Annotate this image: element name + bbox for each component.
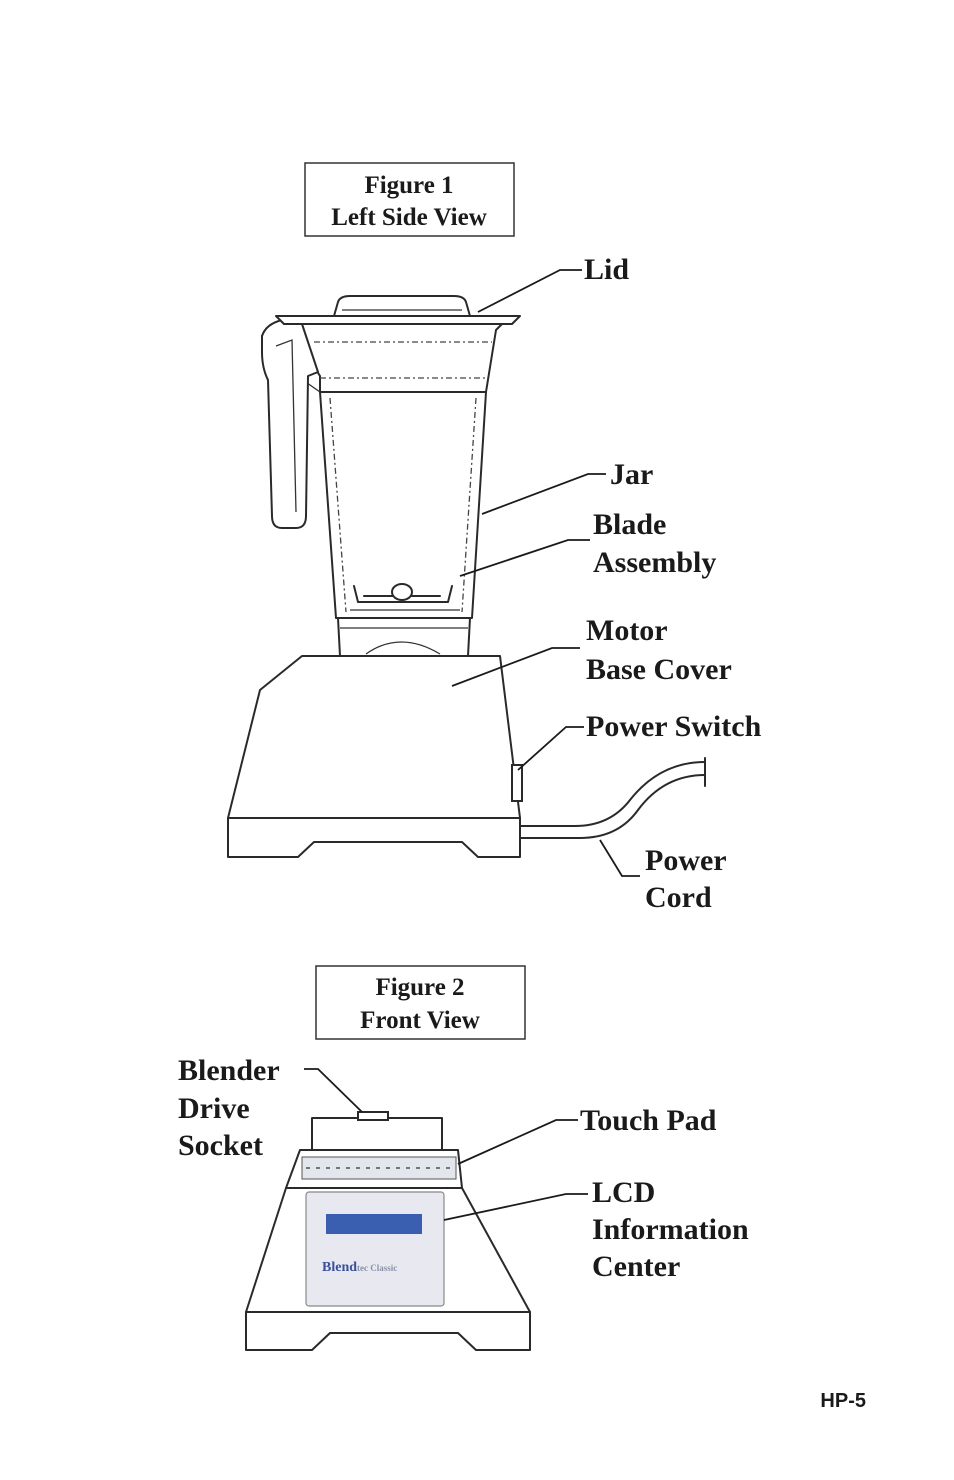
label-power-switch: Power Switch [586,710,762,743]
label-lid: Lid [584,253,629,286]
label-socket-3: Socket [178,1129,263,1162]
label-touch-pad: Touch Pad [580,1104,717,1137]
motor-base-cover [227,655,521,819]
label-cord-1: Power [645,844,727,877]
lcd-screen [326,1214,422,1234]
figure2-title-box: Figure 2 Front View [315,965,526,1040]
power-switch [511,764,523,802]
figure1-subtitle: Left Side View [331,204,487,231]
label-cord-2: Cord [645,881,712,914]
motor-leader [451,647,580,687]
jar-collar [337,617,471,657]
page-number: HP-5 [820,1390,866,1412]
front-base [245,1311,531,1351]
blade-leader [459,539,590,577]
label-lcd-1: LCD [592,1176,655,1209]
lid [275,315,521,325]
blender-drive-socket [357,1111,389,1121]
figure2-subtitle: Front View [360,1007,480,1034]
cord-leader [599,839,640,877]
jar-leader [481,473,606,515]
lcd-leader [443,1193,588,1221]
label-lcd-2: Information [592,1213,749,1246]
panel-logo-brand: Blend [322,1260,357,1275]
label-blade-1: Blade [593,508,666,541]
figure2-title: Figure 2 [375,974,464,1001]
label-lcd-3: Center [592,1250,680,1283]
panel-logo: Blendtec Classic [322,1260,397,1275]
label-motor-2: Base Cover [586,653,732,686]
label-blade-2: Assembly [593,546,716,579]
panel-logo-suffix: tec Classic [357,1263,397,1273]
lcd-panel [305,1191,445,1307]
figure2-blender-front: Blendtec Classic [245,1111,531,1351]
figure1-blender-side [227,295,706,858]
figure1-title-box: Figure 1 Left Side View [304,162,515,237]
touchpad-leader [457,1119,578,1165]
power-cord [519,761,706,827]
jar-handle [261,317,319,529]
label-socket-1: Blender [178,1054,280,1087]
motor-base [227,817,521,858]
label-socket-2: Drive [178,1092,250,1125]
lid-leader [477,269,582,313]
switch-leader [517,726,584,771]
blade-assembly [350,583,460,611]
drive-socket-housing [311,1117,443,1151]
label-motor-1: Motor [586,614,668,647]
label-jar: Jar [610,458,653,491]
figure1-title: Figure 1 [364,172,453,199]
socket-leader [304,1068,363,1113]
